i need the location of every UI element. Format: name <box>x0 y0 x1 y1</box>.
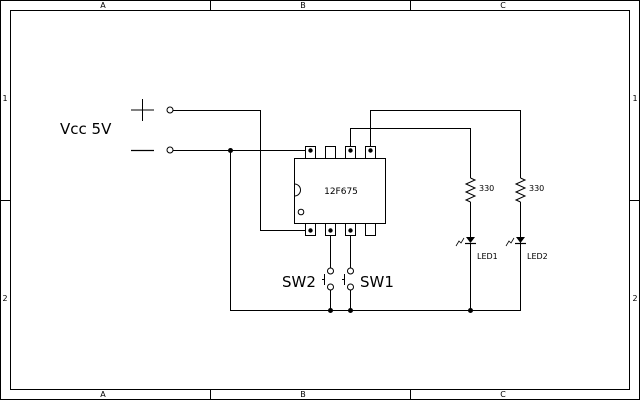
wire-pin6-to-r1 <box>350 128 471 178</box>
chip-notch <box>294 183 301 197</box>
col-label-bottom-a: A <box>100 390 106 399</box>
chip-label: 12F675 <box>324 187 358 197</box>
wire-pin5-to-r2 <box>370 110 521 178</box>
wire-vcc-to-pin1 <box>173 110 310 231</box>
sw1-contact <box>347 267 354 275</box>
led1-light-arrow-icon <box>455 237 465 247</box>
resistor-r2 <box>514 177 527 203</box>
chip-body <box>294 158 386 224</box>
chip-pin <box>325 146 336 159</box>
vcc-plus-terminal <box>166 106 174 114</box>
switch-sw1 <box>342 267 354 291</box>
pin-dot <box>308 228 313 233</box>
junction-dot <box>468 308 473 313</box>
sw2-label: SW2 <box>282 273 316 291</box>
junction-dot <box>328 308 333 313</box>
chip-12f675: 12F675 <box>294 146 386 236</box>
vcc-minus-terminal <box>166 146 174 154</box>
plus-terminal-symbol <box>131 99 154 121</box>
led2-label: LED2 <box>527 252 548 261</box>
row-label-right-1: 1 <box>632 94 637 103</box>
col-label-top-b: B <box>300 1 306 10</box>
col-label-top-c: C <box>500 1 506 10</box>
r1-value-label: 330 <box>479 184 494 193</box>
sw1-label: SW1 <box>360 273 394 291</box>
switch-sw2 <box>322 267 334 291</box>
r2-value-label: 330 <box>529 184 544 193</box>
chip-pin <box>365 223 376 236</box>
col-label-top-a: A <box>100 1 106 10</box>
sw1-contact <box>347 283 354 291</box>
col-label-bottom-b: B <box>300 390 306 399</box>
led1-symbol <box>455 237 476 247</box>
led2-symbol <box>505 237 526 247</box>
junction-dot <box>228 148 233 153</box>
pin-dot <box>328 228 333 233</box>
col-label-bottom-c: C <box>500 390 506 399</box>
sw2-contact <box>327 267 334 275</box>
junctions <box>228 148 473 313</box>
chip-pin1-marker <box>297 208 305 216</box>
led2-light-arrow-icon <box>505 237 515 247</box>
vcc-label: Vcc 5V <box>60 120 112 138</box>
led1-diode-triangle <box>466 237 475 243</box>
led1-label: LED1 <box>477 252 498 261</box>
row-label-right-2: 2 <box>632 294 637 303</box>
row-label-left-2: 2 <box>2 294 7 303</box>
row-label-left-1: 1 <box>2 94 7 103</box>
pin-dot <box>308 148 313 153</box>
pin-dot <box>348 228 353 233</box>
sw2-contact <box>327 283 334 291</box>
resistor-r1 <box>464 177 477 203</box>
pin-dot <box>348 148 353 153</box>
junction-dot <box>348 308 353 313</box>
wire-gnd-to-pin8 <box>173 150 311 158</box>
chip-pin-dots <box>308 148 373 233</box>
led2-diode-triangle <box>516 237 525 243</box>
pin-dot <box>368 148 373 153</box>
